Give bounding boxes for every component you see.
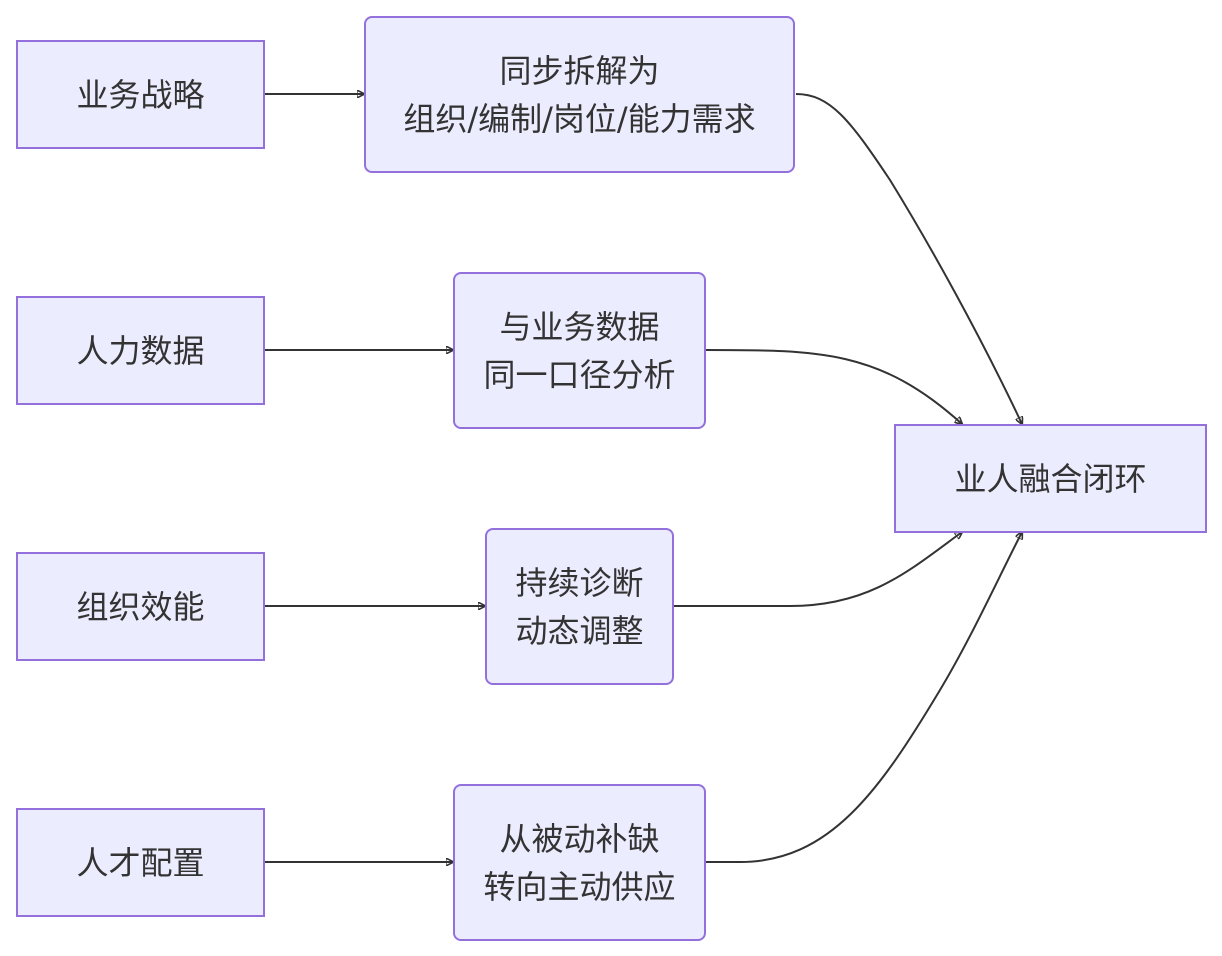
node-hr-data: 人力数据: [16, 296, 265, 405]
node-closed-loop-label: 业人融合闭环: [954, 459, 1147, 498]
node-strategy: 业务战略: [16, 40, 265, 149]
node-decompose-line-2: 组织/编制/岗位/能力需求: [403, 99, 756, 138]
node-talent-allocation-label: 人才配置: [76, 843, 205, 882]
node-strategy-label: 业务战略: [76, 75, 205, 114]
node-diagnose-line-1: 持续诊断: [515, 563, 644, 602]
node-supply-line-1: 从被动补缺: [499, 819, 660, 858]
node-same-basis: 与业务数据 同一口径分析: [453, 272, 706, 429]
node-decompose-line-1: 同步拆解为: [499, 51, 660, 90]
node-decompose: 同步拆解为 组织/编制/岗位/能力需求: [364, 16, 795, 173]
node-talent-allocation: 人才配置: [16, 808, 265, 917]
node-same-basis-line-1: 与业务数据: [499, 307, 660, 346]
node-diagnose: 持续诊断 动态调整: [485, 528, 674, 685]
node-org-efficiency: 组织效能: [16, 552, 265, 661]
edge-same-basis-to-closed-loop: [705, 349, 962, 424]
edge-diagnose-to-closed-loop: [674, 532, 962, 607]
edge-decompose-to-closed-loop: [795, 93, 1022, 424]
node-hr-data-label: 人力数据: [76, 331, 205, 370]
edge-supply-to-closed-loop: [706, 532, 1022, 863]
node-same-basis-line-2: 同一口径分析: [483, 355, 676, 394]
node-diagnose-line-2: 动态调整: [515, 611, 644, 650]
node-supply-line-2: 转向主动供应: [483, 867, 676, 906]
node-closed-loop: 业人融合闭环: [894, 424, 1207, 533]
node-supply: 从被动补缺 转向主动供应: [453, 784, 706, 941]
node-org-efficiency-label: 组织效能: [76, 587, 205, 626]
